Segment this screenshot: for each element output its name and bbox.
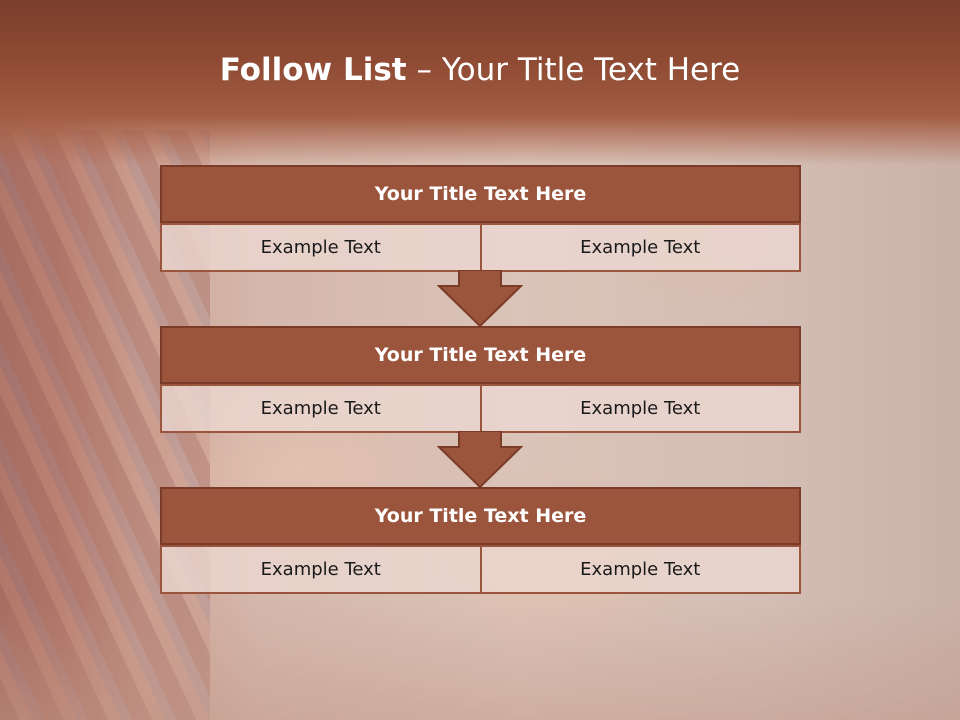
step-title: Your Title Text Here	[160, 326, 801, 384]
step-cell-right: Example Text	[481, 384, 801, 433]
slide-title-rest: – Your Title Text Here	[406, 52, 741, 88]
flow-step-1: Your Title Text Here Example Text Exampl…	[160, 165, 801, 272]
step-title: Your Title Text Here	[160, 165, 801, 223]
step-cell-right: Example Text	[481, 545, 801, 594]
step-cell-left: Example Text	[160, 223, 482, 272]
step-row: Example Text Example Text	[160, 384, 801, 433]
down-arrow-icon	[437, 270, 523, 328]
step-cell-right: Example Text	[481, 223, 801, 272]
flow-step-3: Your Title Text Here Example Text Exampl…	[160, 487, 801, 594]
step-title: Your Title Text Here	[160, 487, 801, 545]
background-bottom-shade	[0, 600, 960, 720]
step-row: Example Text Example Text	[160, 545, 801, 594]
step-cell-left: Example Text	[160, 384, 482, 433]
header-band	[0, 0, 960, 165]
slide-title-bold: Follow List	[219, 52, 407, 88]
step-row: Example Text Example Text	[160, 223, 801, 272]
step-cell-left: Example Text	[160, 545, 482, 594]
down-arrow-icon	[437, 431, 523, 489]
slide-title: Follow List – Your Title Text Here	[0, 52, 960, 88]
flow-step-2: Your Title Text Here Example Text Exampl…	[160, 326, 801, 433]
